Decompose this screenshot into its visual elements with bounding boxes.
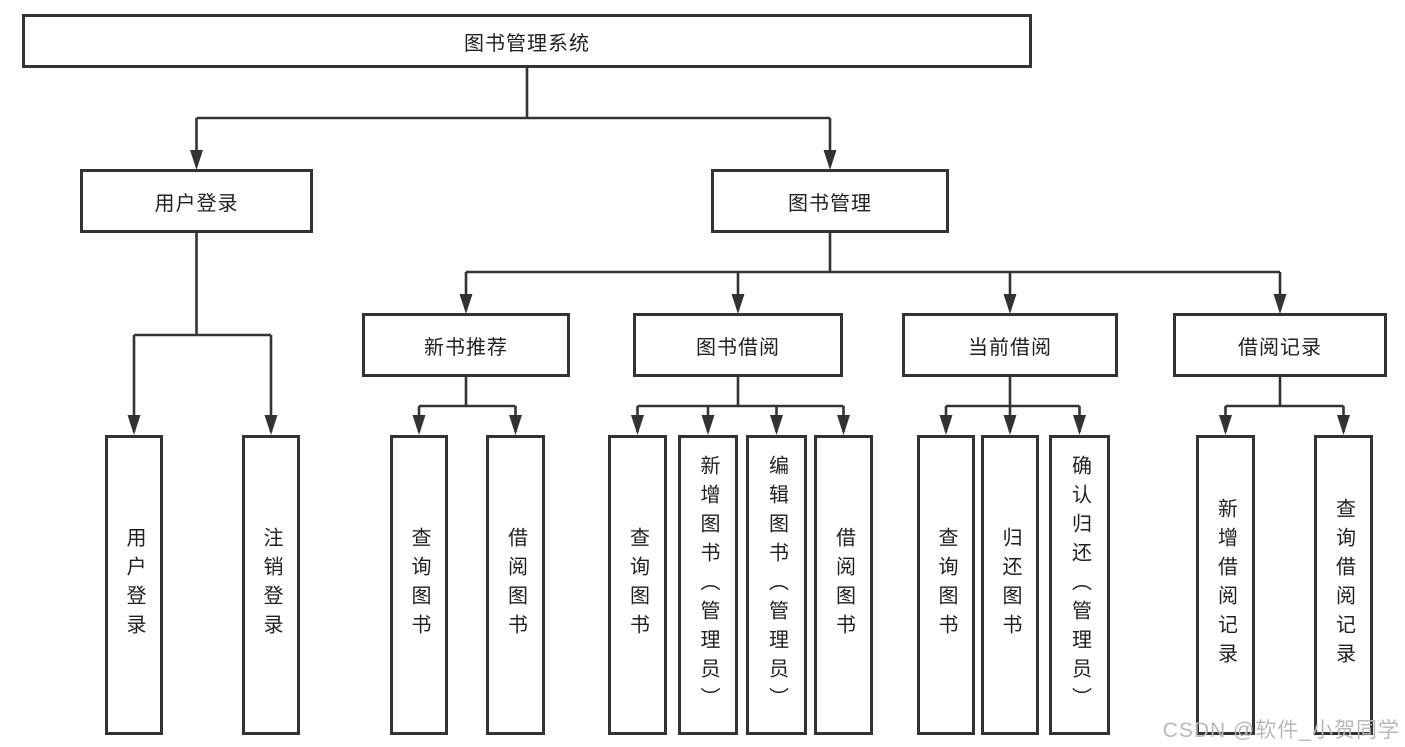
leaf-add-borrow-record: 新增借阅记录 (1196, 435, 1255, 735)
leaf-return-books: 归还图书 (981, 435, 1039, 735)
csdn-watermark: CSDN @软件_小贺同学 (1162, 719, 1400, 742)
node-user-login: 用户登录 (80, 169, 313, 233)
leaf-query-books-borrowing: 查询图书 (608, 435, 667, 735)
node-library-management-system: 图书管理系统 (22, 14, 1032, 68)
leaf-borrow-books-recommend: 借阅图书 (486, 435, 545, 735)
node-new-book-recommend: 新书推荐 (362, 313, 570, 377)
leaf-confirm-return-admin: 确认归还（管理员） (1049, 435, 1110, 735)
leaf-query-books-recommend: 查询图书 (390, 435, 448, 735)
leaf-query-books-current: 查询图书 (917, 435, 975, 735)
node-book-management: 图书管理 (711, 169, 949, 233)
arrowhead-icons (127, 150, 1350, 435)
leaf-user-login: 用户登录 (105, 435, 163, 735)
leaf-edit-books-admin: 编辑图书（管理员） (746, 435, 807, 735)
node-borrowing-records: 借阅记录 (1173, 313, 1387, 377)
node-book-borrowing: 图书借阅 (633, 313, 843, 377)
leaf-borrow-books: 借阅图书 (814, 435, 873, 735)
node-current-borrowing: 当前借阅 (902, 313, 1118, 377)
leaf-query-borrow-record: 查询借阅记录 (1314, 435, 1373, 735)
leaf-logout: 注销登录 (242, 435, 300, 735)
leaf-add-books-admin: 新增图书（管理员） (678, 435, 738, 735)
